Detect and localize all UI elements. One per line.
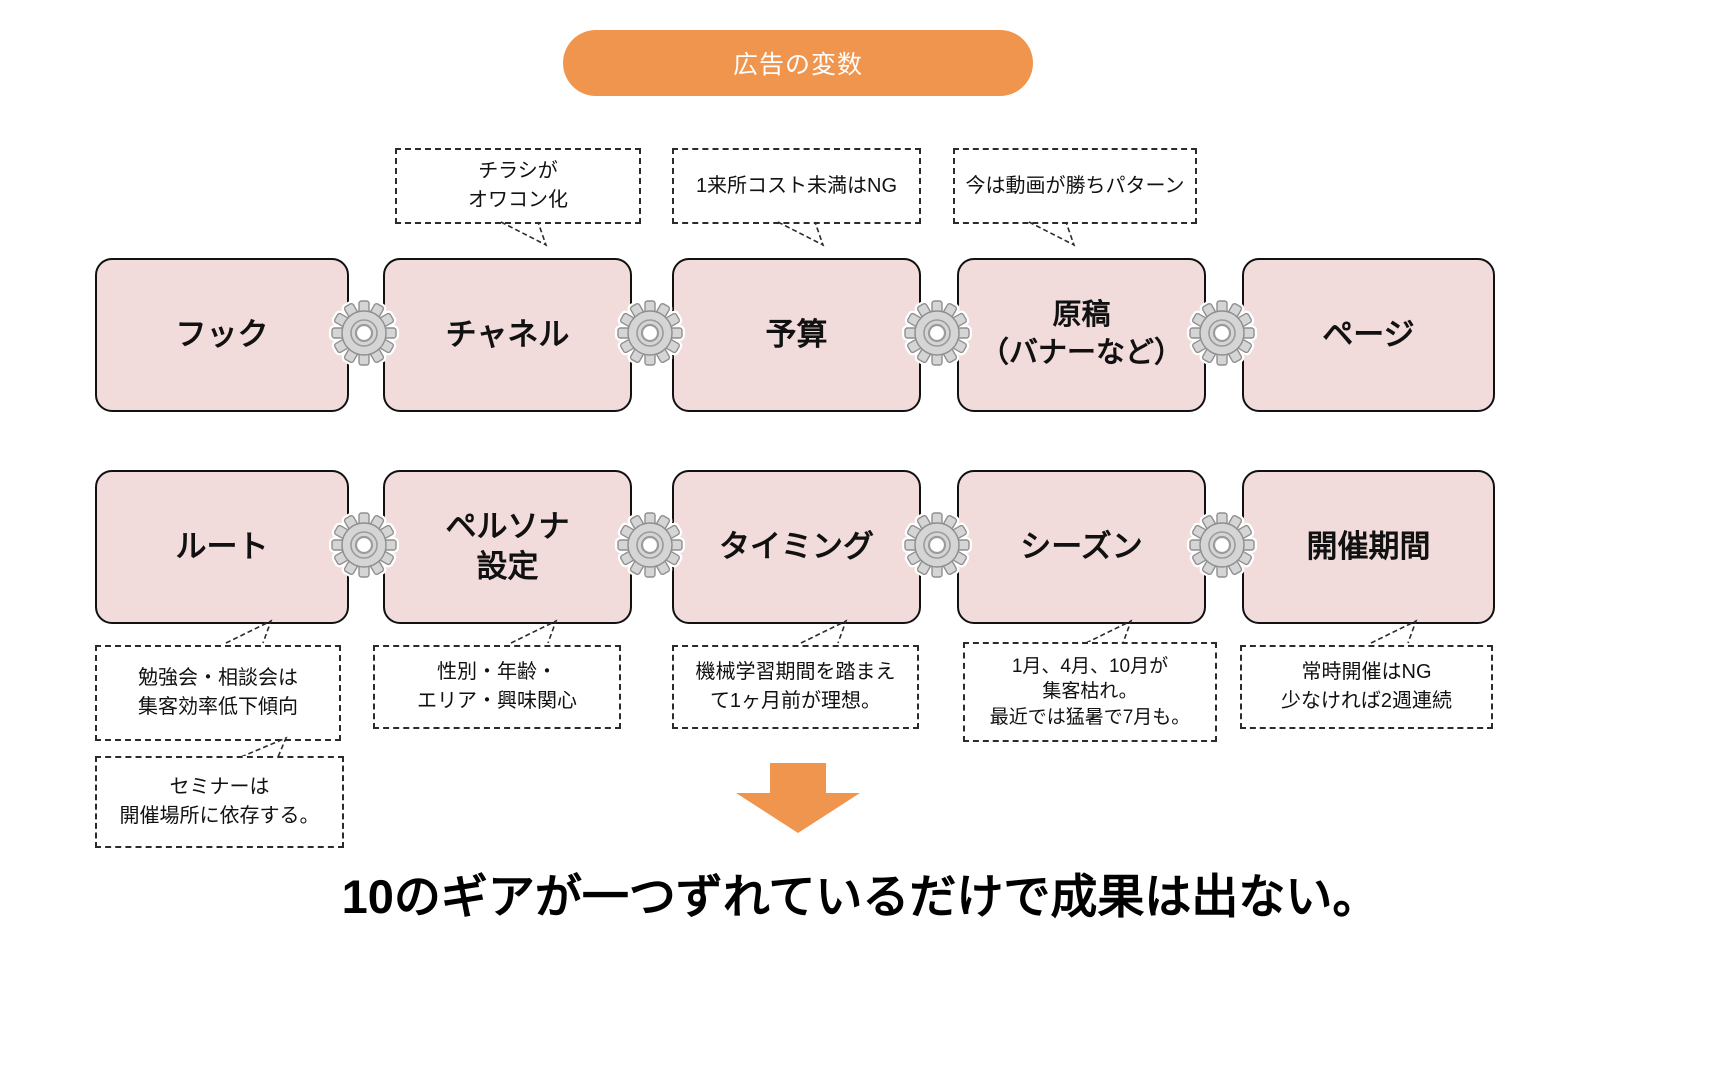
callout-tail bbox=[1028, 221, 1076, 247]
title-pill: 広告の変数 bbox=[563, 30, 1033, 96]
title-pill-label: 広告の変数 bbox=[732, 51, 863, 79]
callout-text: 性別・年齢・ エリア・興味関心 bbox=[417, 661, 577, 712]
box-label: ルート bbox=[175, 528, 269, 564]
box-label: タイミング bbox=[719, 528, 874, 564]
callout-seminar-venue: セミナーは 開催場所に依存する。 bbox=[95, 756, 344, 848]
down-arrow-icon bbox=[736, 763, 860, 833]
callout-text: 1月、4月、10月が 集客枯れ。 最近では猛暑で7月も。 bbox=[989, 655, 1191, 728]
callout-tail bbox=[800, 619, 848, 644]
callout-text: 常時開催はNG 少なければ2週連続 bbox=[1280, 661, 1453, 712]
box-route: ルート bbox=[95, 470, 349, 624]
callout-flyer-obsolete: チラシが オワコン化 bbox=[395, 148, 641, 224]
conclusion-text: 10のギアが一つずれているだけで成果は出ない。 bbox=[341, 870, 1380, 923]
callout-visit-cost: 1来所コスト未満はNG bbox=[672, 148, 921, 224]
box-timing: タイミング bbox=[672, 470, 921, 624]
callout-tail bbox=[225, 619, 273, 644]
gear-icon bbox=[615, 298, 685, 368]
callout-tail bbox=[240, 736, 288, 758]
callout-video-wins: 今は動画が勝ちパターン bbox=[953, 148, 1197, 224]
callout-tail bbox=[777, 221, 825, 247]
gear-icon bbox=[902, 298, 972, 368]
box-channel: チャネル bbox=[383, 258, 632, 412]
box-label: ペルソナ 設定 bbox=[445, 508, 570, 584]
callout-tail bbox=[510, 619, 558, 644]
callout-text: 今は動画が勝ちパターン bbox=[965, 174, 1185, 197]
box-persona: ペルソナ 設定 bbox=[383, 470, 632, 624]
gear-icon bbox=[1187, 298, 1257, 368]
box-label: 予算 bbox=[765, 316, 828, 352]
callout-tail bbox=[1370, 619, 1418, 644]
box-label: ページ bbox=[1322, 316, 1415, 352]
callout-text: チラシが オワコン化 bbox=[468, 160, 568, 211]
callout-seminar-efficiency: 勉強会・相談会は 集客効率低下傾向 bbox=[95, 645, 341, 741]
callout-text: セミナーは 開催場所に依存する。 bbox=[119, 776, 320, 827]
box-hook: フック bbox=[95, 258, 349, 412]
callout-text: 勉強会・相談会は 集客効率低下傾向 bbox=[138, 667, 298, 718]
gear-icon bbox=[1187, 510, 1257, 580]
callout-demographics: 性別・年齢・ エリア・興味関心 bbox=[373, 645, 621, 729]
callout-ml-period: 機械学習期間を踏まえ て1ヶ月前が理想。 bbox=[672, 645, 919, 729]
gear-icon bbox=[329, 510, 399, 580]
callout-season-months: 1月、4月、10月が 集客枯れ。 最近では猛暑で7月も。 bbox=[963, 642, 1217, 742]
box-creative: 原稿 （バナーなど） bbox=[957, 258, 1206, 412]
callout-tail bbox=[1085, 619, 1133, 644]
box-budget: 予算 bbox=[672, 258, 921, 412]
box-label: フック bbox=[175, 316, 269, 352]
callout-text: 1来所コスト未満はNG bbox=[695, 174, 898, 197]
box-label: シーズン bbox=[1020, 528, 1143, 564]
callout-tail bbox=[500, 221, 548, 247]
callout-text: 機械学習期間を踏まえ て1ヶ月前が理想。 bbox=[695, 661, 896, 712]
box-label: チャネル bbox=[445, 316, 570, 352]
box-period: 開催期間 bbox=[1242, 470, 1495, 624]
gear-icon bbox=[329, 298, 399, 368]
box-label: 原稿 （バナーなど） bbox=[979, 299, 1183, 369]
gear-icon bbox=[615, 510, 685, 580]
callout-schedule-ng: 常時開催はNG 少なければ2週連続 bbox=[1240, 645, 1493, 729]
box-season: シーズン bbox=[957, 470, 1206, 624]
box-label: 開催期間 bbox=[1306, 528, 1431, 564]
gear-icon bbox=[902, 510, 972, 580]
box-page: ページ bbox=[1242, 258, 1495, 412]
